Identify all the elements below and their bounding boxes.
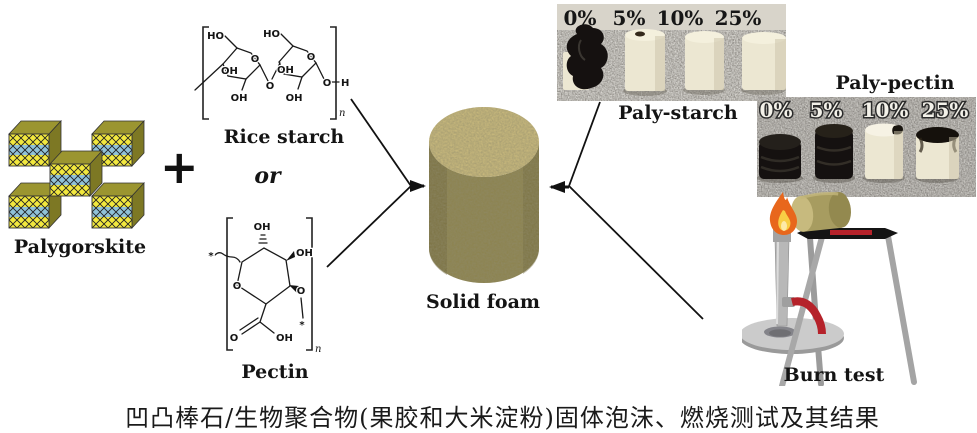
subscript-n: n [315,344,321,355]
figure-caption: 凹凸棒石/生物聚合物(果胶和大米淀粉)固体泡沫、燃烧测试及其结果 [125,404,880,432]
atom-o-ring: O [251,54,260,65]
paly-block-top-left [8,120,62,167]
atom-oh: OH [231,93,248,104]
tripod-red-accent [830,230,872,235]
atom-o-ring: O [233,281,242,292]
palygorskite-structure [8,120,145,229]
left-bracket [226,217,233,351]
paly-pectin-photo: 0% 5% 10% 25% [757,97,976,197]
wedge-bond [289,285,299,293]
atom-oh: OH [296,248,313,259]
palygorskite-label: Palygorskite [13,236,147,258]
pectin-structure: O * OH OH O * O OH n [207,217,321,355]
tripod-leg [815,343,824,386]
foam-sample-on-stand [790,191,851,232]
pectin-label: Pectin [241,361,309,383]
gas-hose [791,297,826,335]
photo-wall [557,4,786,32]
wedge-bond [286,251,295,261]
atom-oh: OH [277,65,294,76]
arrow-line-from-pectin [326,185,412,268]
atom-o-terminal: O [323,78,332,89]
or-label: or [254,163,281,189]
sample-25-char-top [916,127,959,143]
percent-label: 10% [657,6,704,30]
arrow-line-from-burn-test [568,185,704,320]
atom-ho: HO [207,31,224,42]
paly-starch-label: Paly-starch [618,102,738,124]
atom-oh: OH [254,222,271,233]
paly-starch-photo: 0% 5% 10% 25% [557,4,786,101]
atom-o-carboxyl: O [230,333,239,344]
atom-o-bridge: O [266,81,275,92]
atom-oh: OH [221,66,238,77]
paly-block-center [49,150,103,197]
percent-label: 25% [715,6,762,30]
paly-block-bottom-right [91,182,145,229]
percent-label: 5% [810,98,843,122]
paly-pectin-label: Paly-pectin [835,72,955,94]
percent-label: 25% [922,98,969,122]
rice-starch-label: Rice starch [223,126,345,148]
burn-test-illustration [742,191,917,386]
rice-starch-structure: HO HO O O OH OH OH OH O O H n [194,26,351,120]
atom-star: * [299,320,305,331]
atom-star: * [208,251,214,262]
atom-oh: OH [286,93,303,104]
percent-label: 0% [564,6,597,30]
atom-o-ring: O [307,52,316,63]
sample-10 [865,129,903,179]
percent-label: 5% [613,6,646,30]
right-bracket [330,26,337,120]
right-bracket [306,217,313,351]
subscript-n: n [339,108,345,119]
percent-label: 0% [760,98,793,122]
atom-oh-carboxyl: OH [276,333,293,344]
foam-texture [429,107,539,283]
sample-0-burnt [566,24,608,90]
arrow-line-from-paly-starch [568,101,601,187]
solid-foam-label: Solid foam [426,291,540,313]
atom-h: H [341,78,349,89]
plus-sign: + [160,140,199,194]
tripod-leg [779,234,825,386]
sample-25 [916,134,959,179]
galacturonate-ring [236,247,291,305]
sample-5-burnt [815,130,853,179]
solid-foam-cylinder [428,107,540,283]
atom-o: O [297,286,306,297]
burn-test-label: Burn test [783,364,885,386]
left-bracket [202,26,209,120]
atom-ho: HO [263,29,280,40]
tripod-leg [885,233,917,385]
percent-label: 10% [862,98,909,122]
